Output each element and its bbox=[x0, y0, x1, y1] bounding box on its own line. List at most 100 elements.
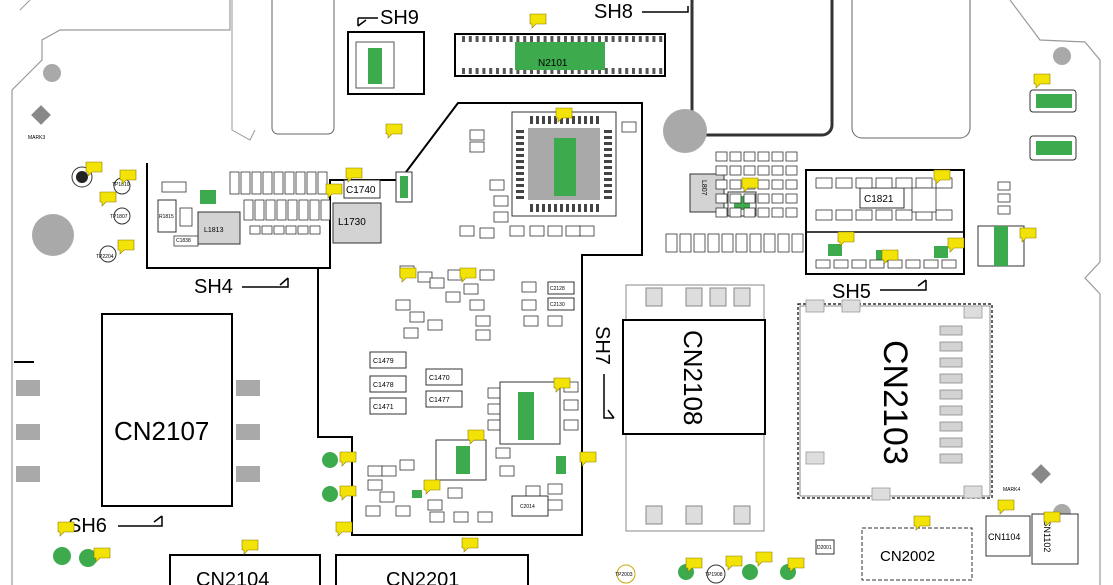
note-marker-icon[interactable] bbox=[119, 169, 137, 185]
cn2108-pad bbox=[685, 505, 703, 525]
ic-pin bbox=[578, 204, 581, 212]
smd-part bbox=[749, 233, 762, 253]
smd-part bbox=[757, 165, 770, 176]
smd-part bbox=[715, 193, 728, 204]
connector-pin bbox=[564, 36, 567, 42]
note-marker-icon[interactable] bbox=[741, 177, 759, 193]
c1471-part bbox=[369, 397, 407, 415]
c1477-part bbox=[425, 390, 463, 408]
connector-pin bbox=[543, 36, 547, 42]
note-marker-icon[interactable] bbox=[725, 555, 743, 571]
smd-part bbox=[851, 259, 867, 269]
smd-part bbox=[529, 225, 545, 237]
note-marker-icon[interactable] bbox=[913, 515, 931, 531]
note-marker-icon[interactable] bbox=[555, 107, 573, 123]
lower-green-part-fill bbox=[456, 446, 470, 474]
note-marker-icon[interactable] bbox=[385, 123, 403, 139]
note-marker-icon[interactable] bbox=[423, 479, 441, 495]
note-marker-icon[interactable] bbox=[947, 237, 965, 253]
n2101-green-part bbox=[515, 42, 605, 70]
smd-part bbox=[729, 179, 742, 190]
note-marker-icon[interactable] bbox=[335, 521, 353, 537]
note-marker-icon[interactable] bbox=[93, 547, 111, 563]
c1740-capacitor bbox=[343, 179, 381, 199]
sh8-label: SH8 bbox=[594, 1, 633, 23]
note-marker-icon[interactable] bbox=[467, 429, 485, 445]
note-marker-icon[interactable] bbox=[241, 539, 259, 555]
connector-pin bbox=[652, 36, 656, 42]
note-marker-icon[interactable] bbox=[339, 485, 357, 501]
note-marker-icon[interactable] bbox=[99, 191, 117, 207]
note-marker-icon[interactable] bbox=[1019, 227, 1037, 243]
note-marker-icon[interactable] bbox=[117, 239, 135, 255]
connector-pin bbox=[939, 453, 963, 464]
smd-part bbox=[273, 171, 284, 195]
ic-pin bbox=[584, 116, 587, 124]
smd-part bbox=[771, 193, 784, 204]
smd-part bbox=[621, 121, 637, 133]
c1471-label: C1471 bbox=[373, 404, 394, 411]
smd-part bbox=[447, 487, 463, 499]
smd-part bbox=[563, 419, 579, 431]
connector-pad bbox=[841, 299, 861, 313]
note-marker-icon[interactable] bbox=[579, 451, 597, 467]
smd-part bbox=[757, 193, 770, 204]
smd-part bbox=[735, 233, 748, 253]
testpoint bbox=[76, 171, 88, 183]
note-marker-icon[interactable] bbox=[881, 249, 899, 265]
note-marker-icon[interactable] bbox=[787, 557, 805, 573]
smd-part bbox=[715, 179, 728, 190]
sh4-arrow bbox=[242, 277, 289, 288]
cn2107-pad bbox=[236, 466, 260, 482]
ic-pin bbox=[516, 172, 524, 175]
smd-part bbox=[475, 315, 491, 327]
testpoint-tp2003 bbox=[616, 564, 636, 584]
note-marker-icon[interactable] bbox=[57, 521, 75, 537]
note-marker-icon[interactable] bbox=[1033, 73, 1051, 89]
note-marker-icon[interactable] bbox=[325, 183, 343, 199]
note-marker-icon[interactable] bbox=[1043, 511, 1061, 527]
ic-pin bbox=[604, 136, 612, 139]
l1813-label: L1813 bbox=[204, 227, 224, 234]
smd-part bbox=[479, 227, 495, 239]
note-marker-icon[interactable] bbox=[529, 13, 547, 29]
note-marker-icon[interactable] bbox=[685, 557, 703, 573]
connector-pin bbox=[632, 68, 635, 74]
fiducial-mark3 bbox=[31, 105, 51, 125]
connector-pin bbox=[598, 36, 601, 42]
smd-part bbox=[707, 233, 720, 253]
connector-pad bbox=[805, 299, 825, 313]
smd-part bbox=[469, 141, 485, 153]
ic-pin bbox=[566, 204, 569, 212]
smd-part bbox=[729, 151, 742, 162]
note-marker-icon[interactable] bbox=[837, 231, 855, 247]
cn2201-connector bbox=[335, 554, 529, 585]
note-marker-icon[interactable] bbox=[553, 377, 571, 393]
smd-part bbox=[715, 151, 728, 162]
note-marker-icon[interactable] bbox=[85, 161, 103, 177]
c1479-part bbox=[369, 351, 407, 369]
smd-part bbox=[777, 233, 790, 253]
note-marker-icon[interactable] bbox=[345, 167, 363, 183]
cn2002-connector bbox=[861, 527, 973, 581]
note-marker-icon[interactable] bbox=[461, 537, 479, 553]
smd-part bbox=[493, 211, 509, 223]
note-marker-icon[interactable] bbox=[399, 267, 417, 283]
connector-pin bbox=[496, 68, 499, 74]
cn2108-pad bbox=[709, 287, 727, 307]
note-marker-icon[interactable] bbox=[459, 267, 477, 283]
ic-pin bbox=[516, 166, 524, 169]
testpoint-green bbox=[322, 486, 338, 502]
note-marker-icon[interactable] bbox=[997, 499, 1015, 515]
smd-part bbox=[243, 199, 254, 221]
lower-green-small bbox=[556, 456, 566, 474]
note-marker-icon[interactable] bbox=[339, 451, 357, 467]
smd-part bbox=[547, 315, 563, 327]
c2014-label: C2014 bbox=[520, 504, 535, 510]
connector-pin bbox=[557, 68, 561, 74]
note-marker-icon[interactable] bbox=[755, 551, 773, 567]
connector-pin bbox=[489, 68, 493, 74]
smd-part bbox=[249, 225, 261, 235]
note-marker-icon[interactable] bbox=[933, 169, 951, 185]
cn1102-label: CN1102 bbox=[1042, 520, 1052, 552]
